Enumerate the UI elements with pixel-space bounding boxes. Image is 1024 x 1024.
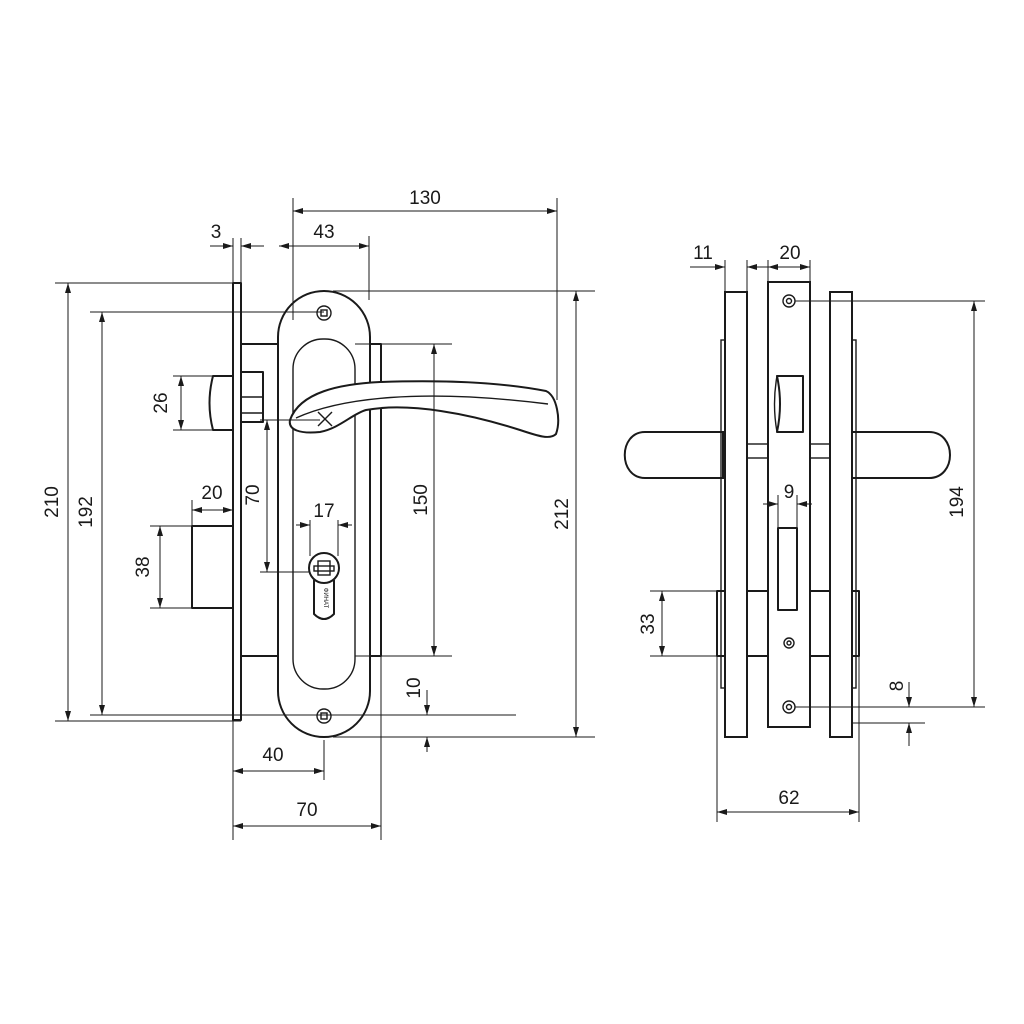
dim-escutcheon-height: 212 [552, 498, 573, 530]
dim-handle-to-cylinder: 70 [243, 484, 264, 505]
side-dimension-lines [659, 264, 977, 815]
dim-overall-height: 210 [42, 486, 63, 518]
side-view: 11 20 9 33 194 8 62 [623, 243, 985, 822]
top-screw-icon [316, 305, 332, 321]
side-latch-window [776, 375, 804, 433]
dim-screw-spacing: 194 [947, 486, 968, 518]
spindle-center-icon [317, 411, 333, 427]
dim-backset-to-rose: 43 [313, 222, 334, 243]
front-view: ФИНАТ [42, 188, 595, 840]
dead-bolt [191, 525, 234, 609]
bottom-screw-icon [316, 708, 332, 724]
right-escutcheon-profile [829, 291, 853, 738]
dim-screw-offset: 8 [887, 681, 908, 692]
lever-handle [288, 380, 560, 438]
front-extension-lines [55, 198, 595, 840]
left-lever-handle [623, 431, 724, 479]
dim-overall-width: 62 [778, 788, 799, 809]
dim-faceplate-thickness: 3 [211, 222, 222, 243]
dim-case-height: 150 [411, 484, 432, 516]
dim-plate-gap: 11 [693, 243, 713, 264]
right-lever-handle [851, 431, 951, 479]
dim-bottom-offset: 10 [404, 677, 425, 698]
faceplate [232, 282, 242, 721]
front-dimension-labels: 210 192 26 20 38 3 70 43 130 17 150 212 … [42, 188, 573, 821]
dim-bolt-height: 38 [133, 556, 154, 577]
dim-case-width: 20 [779, 243, 800, 264]
side-dimension-labels: 11 20 9 33 194 8 62 [638, 243, 968, 809]
dim-bolt-thickness: 9 [784, 482, 795, 503]
dim-backset: 40 [262, 745, 283, 766]
front-dimension-lines [65, 208, 579, 829]
left-escutcheon-profile [724, 291, 748, 738]
latch-bolt [208, 371, 264, 431]
right-plate-step [851, 339, 857, 689]
cylinder-brand-label: ФИНАТ [322, 588, 328, 609]
side-middle-screw-icon [783, 637, 795, 649]
dim-bolt-width: 20 [201, 483, 222, 504]
euro-cylinder: ФИНАТ [308, 552, 340, 620]
dim-latch-offset: 33 [638, 613, 659, 634]
dim-plate-offset: 70 [296, 800, 317, 821]
left-plate-step [720, 339, 726, 689]
escutcheon-inner-frame [292, 338, 356, 690]
side-extension-lines [650, 260, 985, 822]
dim-strike-height: 192 [76, 496, 97, 528]
side-bolt-slot [777, 527, 798, 611]
dim-handle-reach: 130 [409, 188, 441, 209]
lever-sweep-line [295, 395, 549, 419]
dim-latch-height: 26 [151, 392, 172, 413]
dim-cylinder-width: 17 [313, 501, 334, 522]
